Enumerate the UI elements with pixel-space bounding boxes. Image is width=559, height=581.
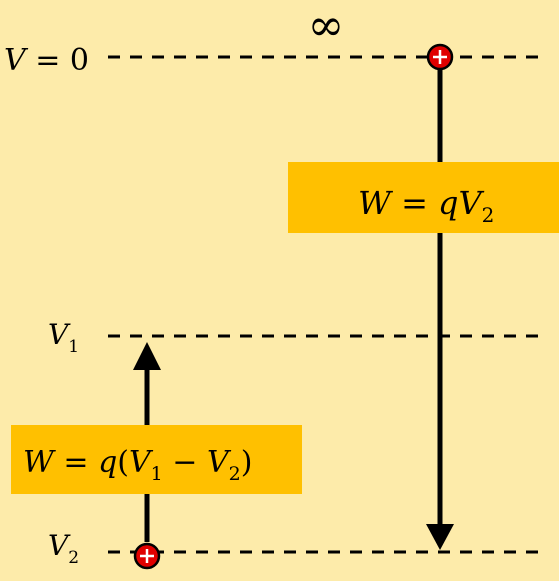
right-arrow-head xyxy=(426,524,454,550)
work-bottom-sub1: 1 xyxy=(151,463,163,485)
work-bottom-eq: = xyxy=(54,445,98,480)
work-bottom-v2: V xyxy=(207,445,232,480)
work-bottom-equation: W = q(V1 − V2) xyxy=(23,445,252,485)
work-bottom-v1: V xyxy=(129,445,154,480)
infinity-label: ∞ xyxy=(308,0,345,51)
v1-label: V1 xyxy=(48,318,79,357)
work-top-v: V xyxy=(459,184,485,222)
work-bottom-sub2: 2 xyxy=(229,463,241,485)
v2-var: V xyxy=(48,529,71,562)
work-bottom-minus: − xyxy=(163,445,207,480)
v-zero-label: V = 0 xyxy=(4,43,89,78)
v1-var: V xyxy=(48,318,71,351)
work-box-top xyxy=(288,162,559,233)
v-zero-rest: = 0 xyxy=(26,43,89,78)
work-top-sub: 2 xyxy=(482,203,495,227)
v2-sub: 2 xyxy=(68,548,79,568)
positive-charge-bottom xyxy=(133,542,161,570)
v-zero-var: V xyxy=(4,43,29,78)
work-box-bottom xyxy=(11,425,302,494)
positive-charge-top xyxy=(426,43,454,71)
work-top-lhs: W xyxy=(358,184,394,222)
work-top-eq: = xyxy=(391,184,438,222)
work-bottom-close: ) xyxy=(241,445,253,480)
left-arrow-head xyxy=(133,342,161,370)
work-top-equation: W = qV2 xyxy=(358,184,494,227)
v2-label: V2 xyxy=(48,529,79,568)
work-bottom-lhs: W xyxy=(23,445,56,480)
work-bottom-open: ( xyxy=(117,445,129,480)
v1-sub: 1 xyxy=(68,337,79,357)
work-top-q: q xyxy=(438,184,458,222)
work-bottom-q: q xyxy=(98,445,117,480)
